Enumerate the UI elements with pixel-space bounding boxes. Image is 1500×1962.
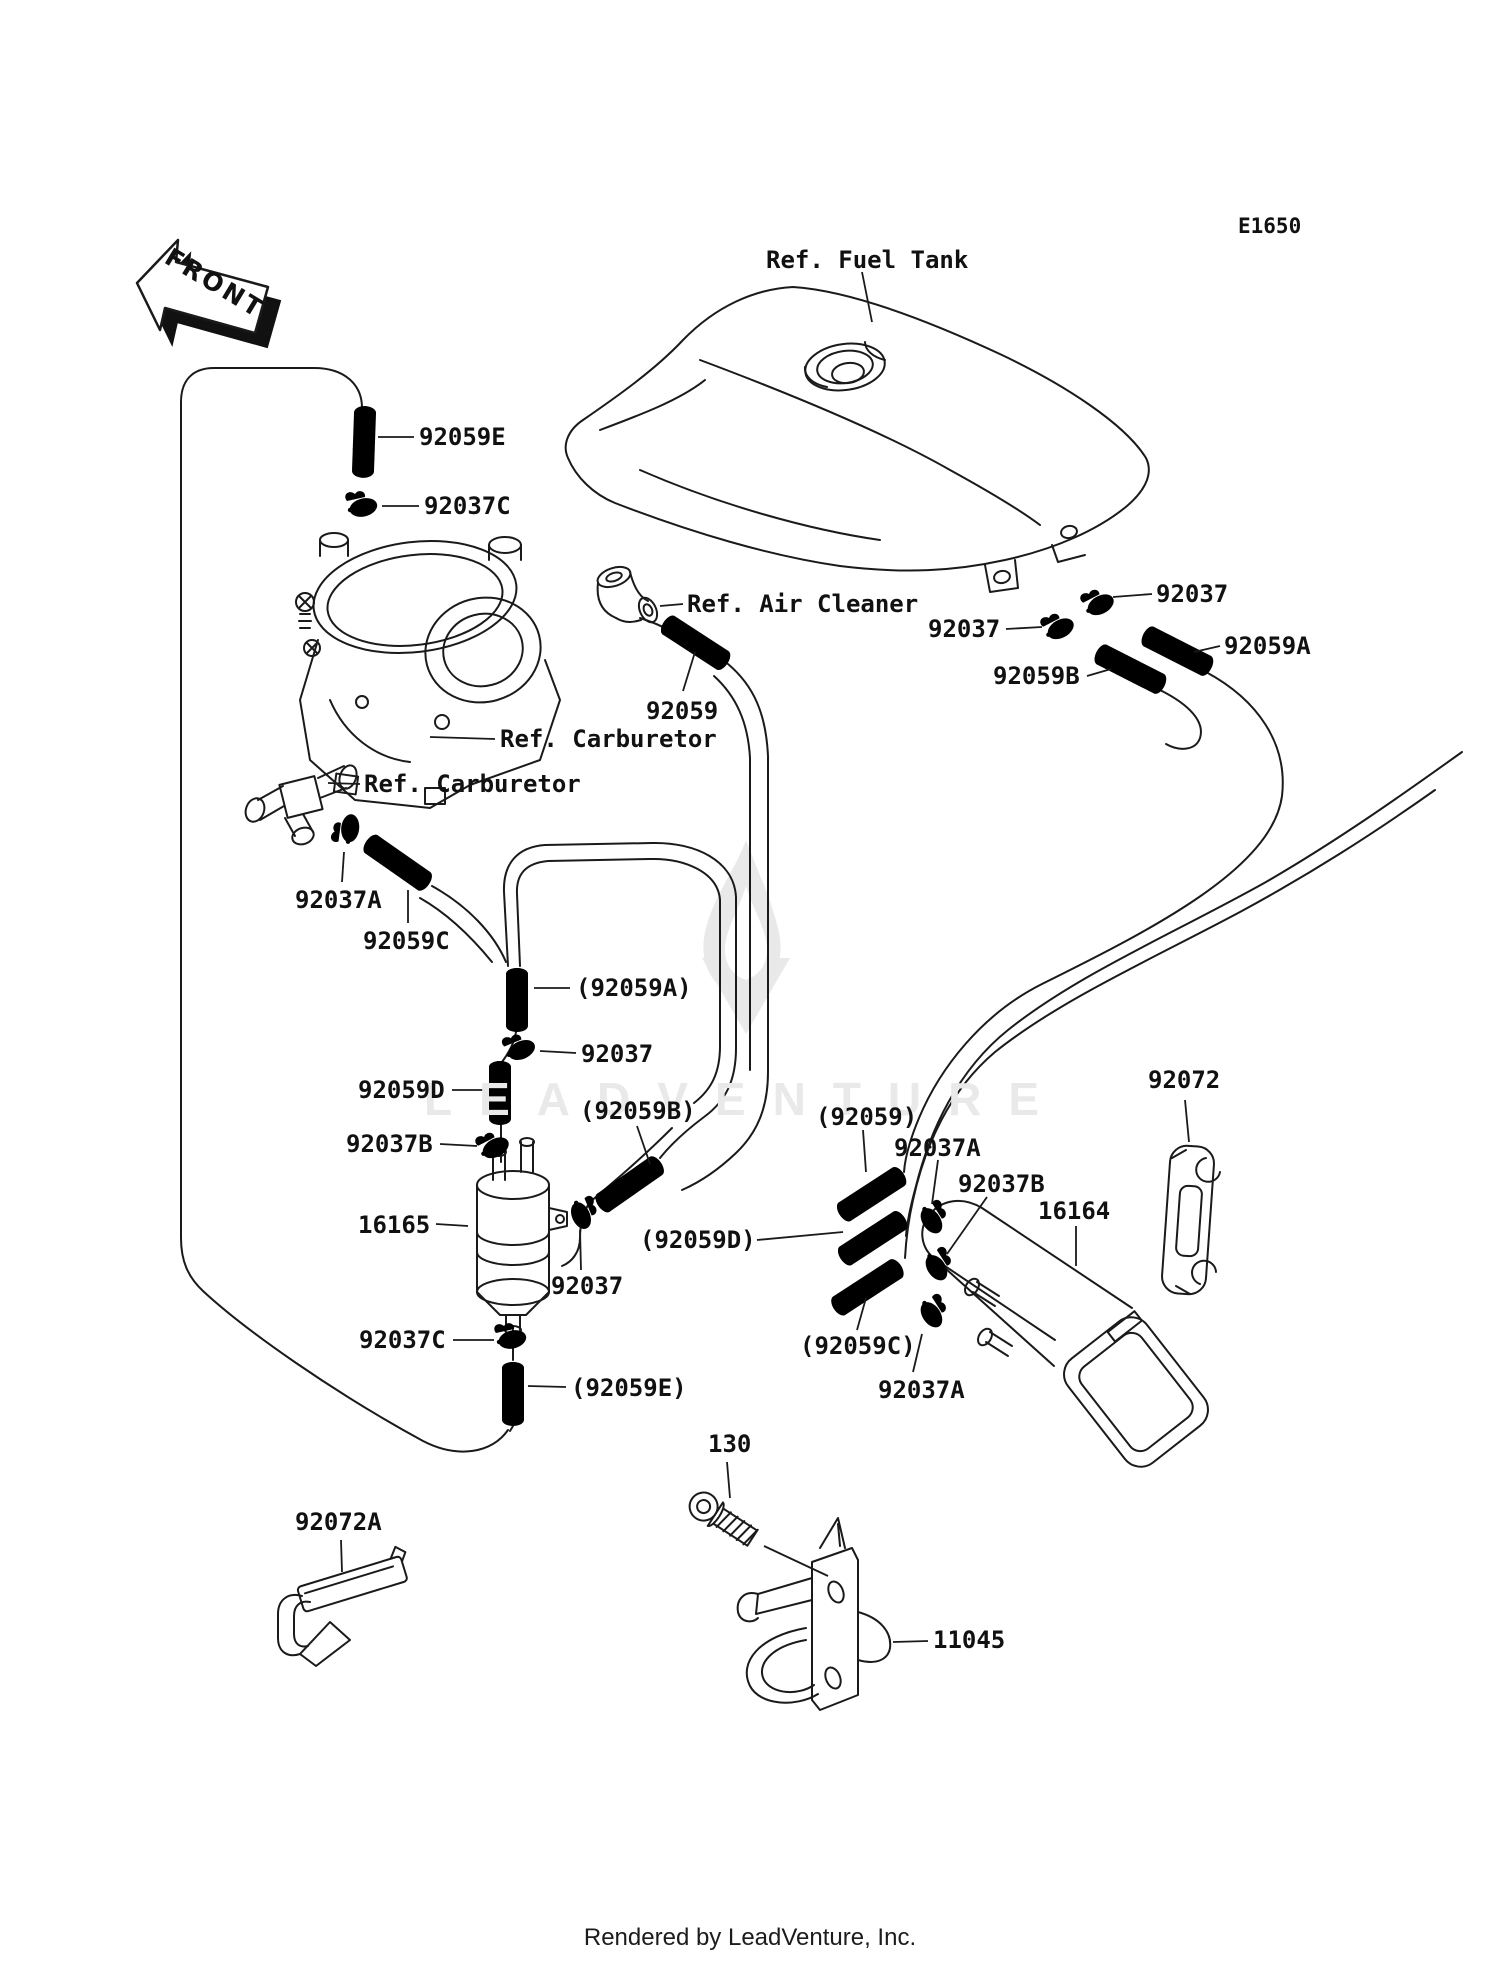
leadventure-watermark-logo <box>702 840 790 1034</box>
leader-lines <box>327 271 1221 1643</box>
front-direction-arrow: FRONT <box>135 238 282 349</box>
part-label-92037: 92037 <box>1156 580 1229 608</box>
part-label-92072: 92072 <box>1148 1066 1221 1094</box>
part-label-92059e: (92059E) <box>571 1374 687 1402</box>
part-label-92072a: 92072A <box>295 1508 382 1536</box>
part-label-92059b: 92059B <box>993 662 1080 690</box>
part-label-92059d: 92059D <box>358 1076 445 1104</box>
part-label-refcarburetor: Ref. Carburetor <box>500 725 717 753</box>
part-label-92059d: (92059D) <box>640 1226 756 1254</box>
part-label-92037b: 92037B <box>958 1170 1045 1198</box>
part-label-16164: 16164 <box>1038 1197 1111 1225</box>
part-label-92037a: 92037A <box>878 1376 965 1404</box>
hose-tubes <box>351 405 1217 1426</box>
carburetor-drawing <box>295 532 561 809</box>
strap-92072-drawing <box>1161 1144 1221 1296</box>
part-label-92037: 92037 <box>551 1272 624 1300</box>
part-label-92037a: 92037A <box>894 1134 981 1162</box>
part-label-92059: 92059 <box>646 697 719 725</box>
part-label-130: 130 <box>708 1430 752 1458</box>
part-label-92037b: 92037B <box>346 1130 433 1158</box>
bolt-130-drawing <box>688 1491 759 1547</box>
part-label-92059b: (92059B) <box>580 1097 696 1125</box>
part-label-11045: 11045 <box>933 1626 1006 1654</box>
air-cleaner-fitting-drawing <box>596 565 659 624</box>
part-label-refcarburetor: Ref. Carburetor <box>364 770 581 798</box>
part-label-92059a: (92059A) <box>576 974 692 1002</box>
part-label-92059e: 92059E <box>419 423 506 451</box>
separator-16165-drawing <box>476 1137 568 1335</box>
canister-16164-drawing <box>921 1199 1209 1468</box>
strap-92072a-drawing <box>277 1545 408 1667</box>
part-label-92037c: 92037C <box>424 492 511 520</box>
part-label-92059c: 92059C <box>363 927 450 955</box>
part-label-92037a: 92037A <box>295 886 382 914</box>
page-code: E1650 <box>1238 214 1302 238</box>
part-label-reffueltank: Ref. Fuel Tank <box>766 246 969 274</box>
part-label-refaircleaner: Ref. Air Cleaner <box>687 590 919 618</box>
part-label-92059: (92059) <box>816 1103 918 1131</box>
leadventure-watermark-text: LEADVENTURE <box>424 1073 1067 1125</box>
part-label-92037: 92037 <box>581 1040 654 1068</box>
fuel-tank-drawing <box>564 286 1150 593</box>
part-label-16165: 16165 <box>358 1211 431 1239</box>
part-label-92037c: 92037C <box>359 1326 446 1354</box>
footer-credit: Rendered by LeadVenture, Inc. <box>583 1924 917 1951</box>
t-fitting-drawing <box>244 764 358 846</box>
part-label-92037: 92037 <box>928 615 1001 643</box>
bracket-11045-drawing <box>736 1517 892 1711</box>
part-label-92059a: 92059A <box>1224 632 1311 660</box>
part-label-92059c: (92059C) <box>800 1332 916 1360</box>
